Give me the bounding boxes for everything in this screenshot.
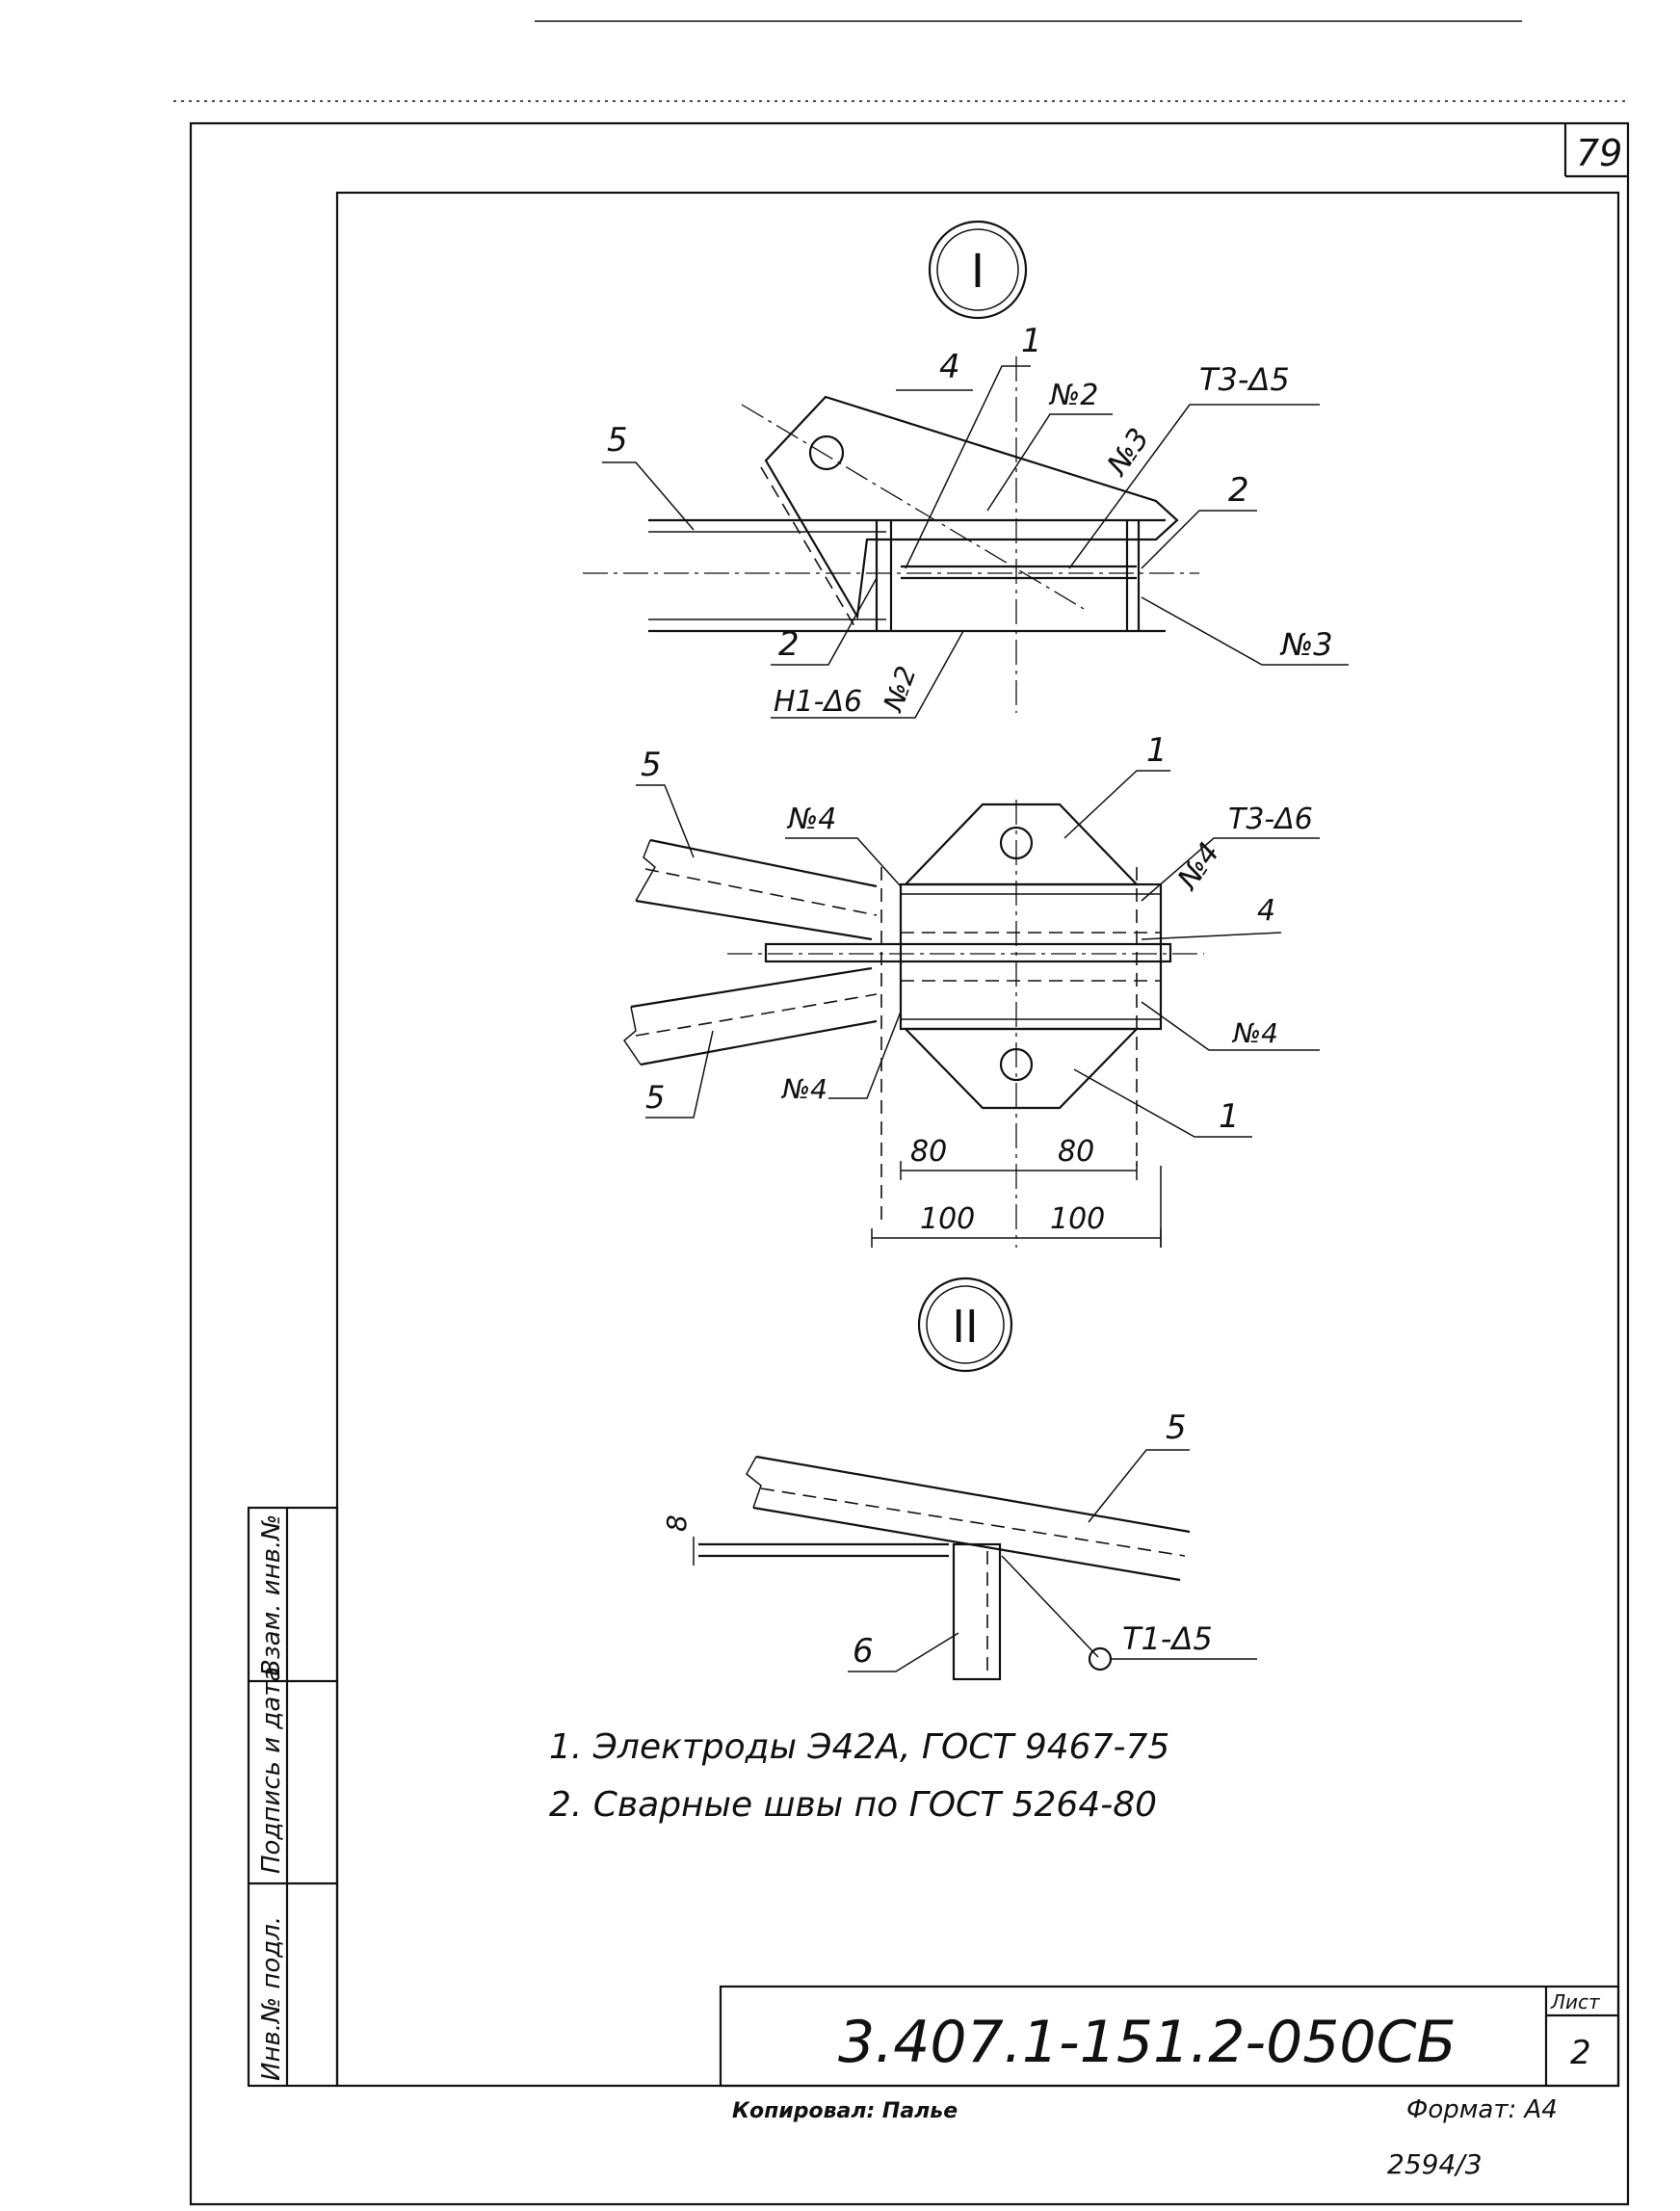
- svg-text:5: 5: [607, 421, 628, 460]
- svg-text:Т3-Δ5: Т3-Δ5: [1199, 361, 1290, 398]
- gusset-plate-4: [764, 395, 1179, 620]
- page-number-box: 79: [1563, 123, 1628, 178]
- svg-text:4: 4: [939, 348, 960, 386]
- copied-by: Копировал: Палье: [732, 2099, 958, 2123]
- svg-text:1: 1: [1219, 1097, 1240, 1136]
- page-number: 79: [1576, 132, 1622, 174]
- svg-text:2: 2: [778, 625, 800, 664]
- svg-text:№2: №2: [877, 662, 923, 717]
- side-stamp: Взам. инв.№ Подпись и дата Инв.№ подл.: [247, 1506, 339, 2088]
- svg-text:2: 2: [1228, 471, 1249, 510]
- svg-text:№3: №3: [1100, 422, 1157, 483]
- svg-text:Н1-Δ6: Н1-Δ6: [774, 685, 862, 719]
- stamp-cell-replaced-inv: Взам. инв.№: [257, 1514, 286, 1676]
- format-label: Формат: А4: [1406, 2095, 1558, 2124]
- svg-text:4: 4: [1257, 894, 1275, 928]
- svg-text:1: 1: [1021, 322, 1042, 360]
- svg-text:№3: №3: [1279, 626, 1333, 663]
- svg-text:II: II: [952, 1301, 978, 1353]
- stamp-cell-signature-date: Подпись и дата: [257, 1667, 286, 1874]
- stamp-cell-original-inv: Инв.№ подл.: [257, 1916, 286, 2081]
- svg-text:80: 80: [910, 1135, 947, 1169]
- view-2-marker: [917, 1277, 1013, 1373]
- svg-text:100: 100: [920, 1202, 975, 1236]
- sheet-number: 2: [1570, 2034, 1591, 2072]
- outer-frame: [173, 20, 1630, 2206]
- view-3: II 8 5 6 Т1-Δ5: [661, 1277, 1257, 1681]
- view-2: 1 5 №4 Т3-Δ6 №4 4 №4 №4 5 1 80 80 100 10…: [622, 731, 1320, 1248]
- svg-text:100: 100: [1050, 1202, 1105, 1236]
- svg-text:№4: №4: [786, 803, 836, 836]
- svg-text:№4: №4: [1231, 1017, 1278, 1049]
- svg-text:№4: №4: [780, 1073, 827, 1105]
- note-2: 2. Сварные швы по ГОСТ 5264-80: [549, 1785, 1157, 1825]
- archive-number: 2594/3: [1387, 2148, 1483, 2180]
- view-1: I 4 1 №2 Т3-Δ5 №3 5 2 2 Н1-: [583, 220, 1349, 719]
- document-code: 3.407.1-151.2-050СБ: [838, 2009, 1457, 2076]
- svg-text:Т1-Δ5: Т1-Δ5: [1122, 1620, 1213, 1657]
- svg-text:5: 5: [645, 1079, 665, 1116]
- title-block: 3.407.1-151.2-050СБ Лист 2: [719, 1985, 1620, 2088]
- svg-text:8: 8: [661, 1514, 693, 1532]
- svg-text:5: 5: [1166, 1408, 1187, 1447]
- svg-text:№4: №4: [1170, 836, 1227, 897]
- view-1-marker: [928, 220, 1028, 320]
- sheet-label: Лист: [1550, 1990, 1601, 2014]
- svg-text:I: I: [971, 245, 984, 299]
- svg-text:№2: №2: [1048, 379, 1098, 412]
- notes: 1. Электроды Э42А, ГОСТ 9467-75 2. Сварн…: [549, 1727, 1169, 1825]
- svg-text:80: 80: [1058, 1135, 1094, 1169]
- svg-text:6: 6: [853, 1632, 874, 1671]
- svg-text:5: 5: [641, 746, 662, 784]
- svg-text:1: 1: [1146, 731, 1168, 770]
- svg-text:Т3-Δ6: Т3-Δ6: [1228, 803, 1313, 836]
- note-1: 1. Электроды Э42А, ГОСТ 9467-75: [549, 1727, 1169, 1767]
